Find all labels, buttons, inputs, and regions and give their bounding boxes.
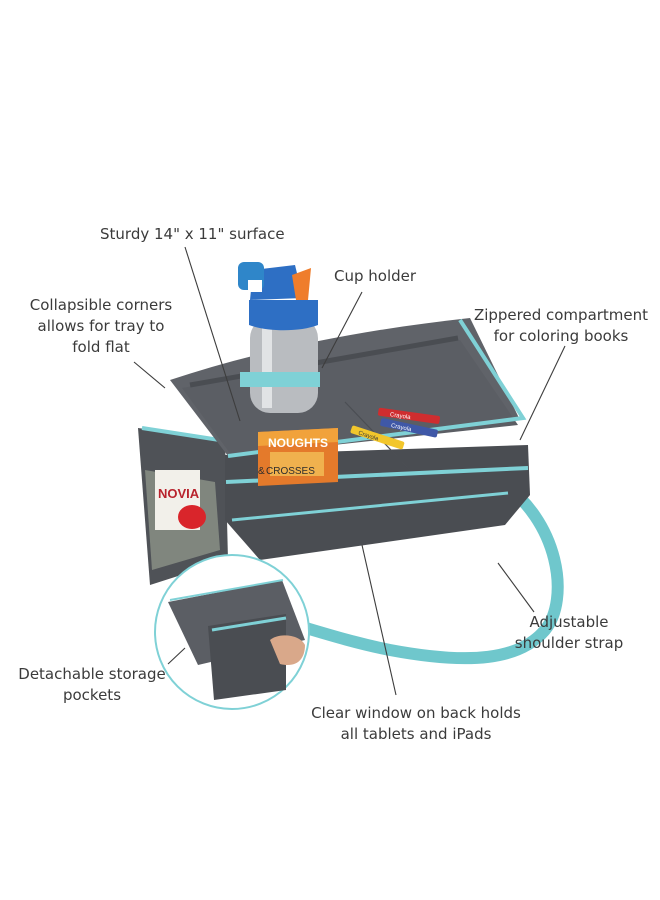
book-title: NOUGHTS xyxy=(268,436,328,450)
callout-zippered: Zippered compartment for coloring books xyxy=(473,306,649,345)
book-subtitle: CROSSES xyxy=(266,466,315,477)
game-book: NOUGHTS & CROSSES xyxy=(258,428,338,486)
side-mesh-pocket: NOVIA xyxy=(138,426,228,585)
crayon-blue: Crayola xyxy=(380,418,438,438)
leader-zippered xyxy=(519,345,566,441)
crayon-red: Crayola xyxy=(378,407,441,424)
leader-pockets xyxy=(167,647,186,665)
tray-surface xyxy=(182,340,518,456)
leader-cup-holder xyxy=(321,291,363,369)
leader-strap xyxy=(497,562,535,613)
callout-surface: Sturdy 14" x 11" surface xyxy=(100,225,285,243)
callout-window: Clear window on back holds all tablets a… xyxy=(311,704,521,743)
svg-text:Crayola: Crayola xyxy=(390,423,412,433)
pocket-inset xyxy=(154,554,310,710)
pocket-book-title: NOVIA xyxy=(158,486,200,501)
callout-collapsible: Collapsible corners allows for tray to f… xyxy=(29,296,173,356)
callout-strap: Adjustable shoulder strap xyxy=(514,613,624,652)
shoulder-strap xyxy=(254,474,564,665)
callout-pockets: Detachable storage pockets xyxy=(18,665,166,704)
leader-collapsible xyxy=(133,361,166,389)
svg-text:Crayola: Crayola xyxy=(389,412,411,421)
water-bottle xyxy=(238,262,320,413)
leader-window xyxy=(361,544,397,696)
hand xyxy=(270,635,305,666)
callout-cup-holder: Cup holder xyxy=(334,267,417,285)
leader-lines xyxy=(133,246,566,696)
leader-surface xyxy=(184,246,241,422)
book-ampersand: & xyxy=(258,466,265,477)
red-bottle xyxy=(178,505,206,529)
